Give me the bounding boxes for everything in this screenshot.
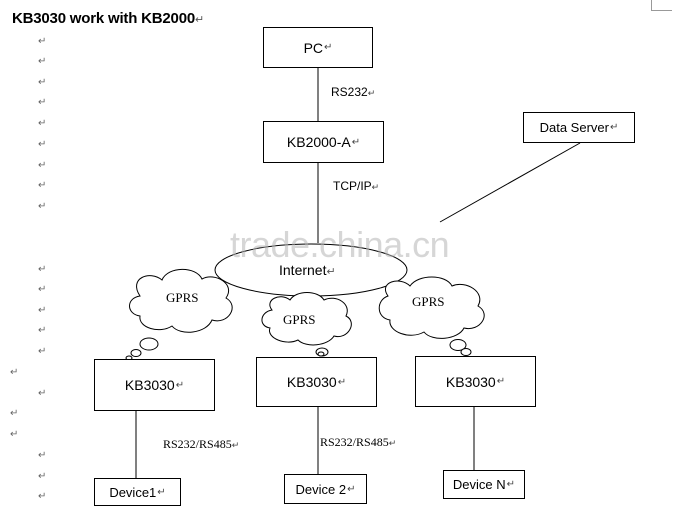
paragraph-mark: ↵ xyxy=(38,471,47,482)
paragraph-mark: ↵ xyxy=(38,325,47,336)
page-title: KB3030 work with KB2000↵ xyxy=(12,10,205,27)
gprs-cloud-left-bubble xyxy=(139,337,159,351)
paragraph-mark: ↵ xyxy=(38,491,47,502)
gprs-label: GPRS xyxy=(283,312,316,327)
paragraph-mark: ↵ xyxy=(10,367,19,378)
paragraph-mark: ↵ xyxy=(38,139,47,150)
kb3030-box-2: KB3030↵ xyxy=(256,357,377,407)
data-server-box: Data Server↵ xyxy=(523,112,635,143)
kb2000-box: KB2000-A↵ xyxy=(263,121,384,163)
server-internet-line xyxy=(439,142,581,223)
internet-label: Internet↵ xyxy=(279,262,336,278)
paragraph-mark: ↵ xyxy=(38,118,47,129)
paragraph-mark: ↵ xyxy=(38,201,47,212)
paragraph-mark: ↵ xyxy=(10,429,19,440)
paragraph-mark: ↵ xyxy=(38,450,47,461)
paragraph-mark: ↵ xyxy=(38,284,47,295)
paragraph-mark: ↵ xyxy=(38,56,47,67)
devicen-box: Device N↵ xyxy=(443,470,525,499)
rs232-rs485-link-label: RS232/RS485↵ xyxy=(320,435,397,449)
rs232-link-label: RS232↵ xyxy=(331,85,376,99)
kb3030-box-1: KB3030↵ xyxy=(94,359,215,411)
paragraph-mark: ↵ xyxy=(10,408,19,419)
paragraph-mark: ↵ xyxy=(38,160,47,171)
page-corner-mark xyxy=(651,0,672,11)
gprs-cloud-left xyxy=(129,268,233,333)
paragraph-mark: ↵ xyxy=(38,77,47,88)
device2-box: Device 2↵ xyxy=(284,474,367,504)
rs232-rs485-link-label: RS232/RS485↵ xyxy=(163,437,240,451)
gprs-label: GPRS xyxy=(166,290,199,305)
kb3030-box-3: KB3030↵ xyxy=(415,356,536,407)
gprs-cloud-middle xyxy=(261,292,352,346)
tcpip-link-label: TCP/IP↵ xyxy=(333,179,380,193)
paragraph-mark: ↵ xyxy=(38,180,47,191)
gprs-cloud-middle-bubble xyxy=(317,351,325,357)
gprs-cloud-right-bubble xyxy=(449,339,467,351)
gprs-label: GPRS xyxy=(412,294,445,309)
gprs-cloud-left-bubble xyxy=(130,349,142,357)
paragraph-mark: ↵ xyxy=(38,346,47,357)
paragraph-mark: ↵ xyxy=(38,388,47,399)
paragraph-mark: ↵ xyxy=(38,36,47,47)
device1-box: Device1↵ xyxy=(94,478,181,506)
gprs-cloud-right-bubble xyxy=(460,348,472,356)
paragraph-mark: ↵ xyxy=(38,97,47,108)
paragraph-mark: ↵ xyxy=(38,264,47,275)
gprs-cloud-right xyxy=(378,276,485,339)
watermark: trade.china.cn xyxy=(230,224,450,265)
pc-box: PC↵ xyxy=(263,27,373,68)
paragraph-mark: ↵ xyxy=(38,305,47,316)
